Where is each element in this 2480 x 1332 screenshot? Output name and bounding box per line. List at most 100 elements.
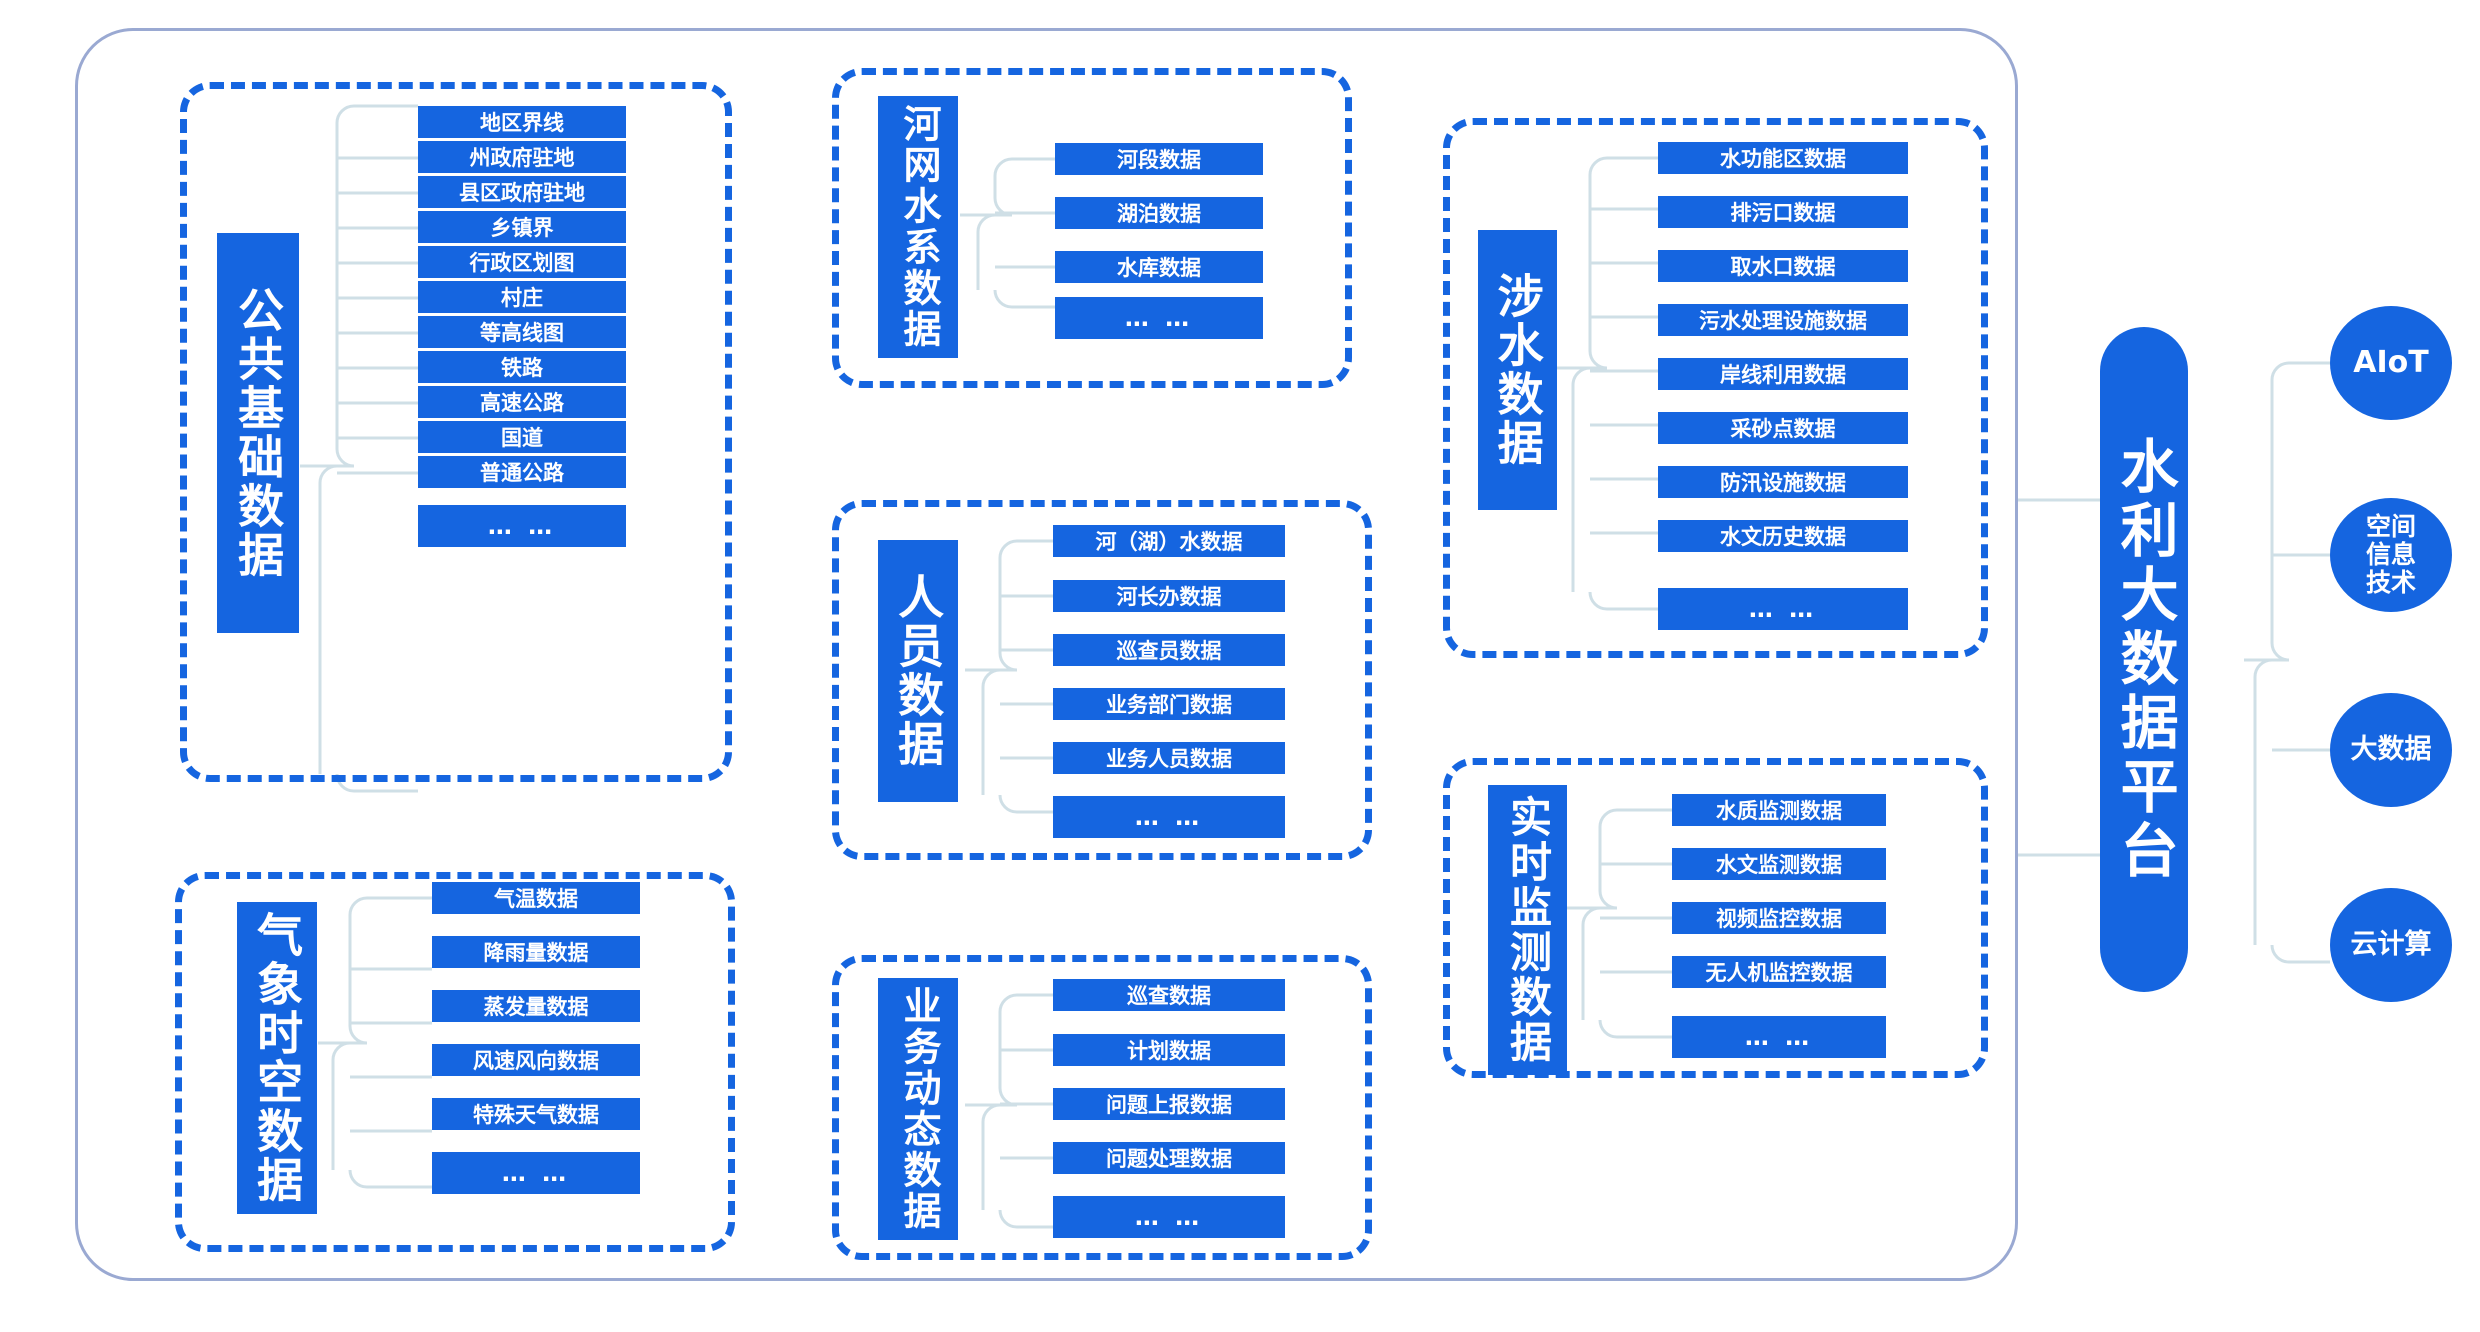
- category-label-river-network-water-system-data[interactable]: 河网水系数据: [878, 96, 958, 358]
- item-label: 采砂点数据: [1730, 417, 1836, 441]
- item-label: 村庄: [501, 286, 543, 310]
- item-box[interactable]: 特殊天气数据: [432, 1098, 640, 1130]
- group-frame-river-network-water-system-data: [832, 68, 1352, 388]
- item-box[interactable]: 水质监测数据: [1672, 794, 1886, 826]
- item-label: 水文历史数据: [1720, 525, 1846, 549]
- item-box[interactable]: 计划数据: [1053, 1034, 1285, 1066]
- category-label-meteorological-spatiotemporal-data[interactable]: 气象时空数据: [237, 902, 317, 1214]
- tech-circle-label: 云计算: [2350, 928, 2432, 960]
- item-box[interactable]: 问题上报数据: [1053, 1088, 1285, 1120]
- item-label: … …: [1124, 304, 1194, 332]
- category-label-text: 实时监测数据: [1503, 795, 1553, 1065]
- item-box[interactable]: 铁路: [418, 351, 626, 383]
- item-box-more[interactable]: … …: [1672, 1016, 1886, 1058]
- item-box[interactable]: 采砂点数据: [1658, 412, 1908, 444]
- item-label: 水文监测数据: [1716, 853, 1842, 877]
- item-box[interactable]: 湖泊数据: [1055, 197, 1263, 229]
- item-label: 水质监测数据: [1716, 799, 1842, 823]
- category-label-text: 业务动态数据: [896, 986, 941, 1232]
- category-label-text: 人员数据: [891, 573, 946, 769]
- item-box[interactable]: 县区政府驻地: [418, 176, 626, 208]
- item-box-more[interactable]: … …: [1053, 796, 1285, 838]
- item-label: 国道: [501, 426, 543, 450]
- item-box[interactable]: 风速风向数据: [432, 1044, 640, 1076]
- item-label: 无人机监控数据: [1705, 961, 1853, 985]
- group-frame-personnel-data: [832, 500, 1372, 860]
- item-box[interactable]: 排污口数据: [1658, 196, 1908, 228]
- item-label: 等高线图: [480, 321, 564, 345]
- item-label: … …: [1134, 803, 1204, 831]
- item-box-more[interactable]: … …: [1658, 588, 1908, 630]
- item-label: 河段数据: [1117, 148, 1201, 172]
- item-box-more[interactable]: … …: [1053, 1196, 1285, 1238]
- group-frame-water-related-data: [1443, 118, 1988, 658]
- tech-circle-label: AIoT: [2353, 345, 2429, 381]
- group-frame-public-basic-data: [180, 82, 732, 782]
- item-box[interactable]: 无人机监控数据: [1672, 956, 1886, 988]
- item-label: 高速公路: [480, 391, 564, 415]
- item-label: 排污口数据: [1730, 201, 1836, 225]
- item-box[interactable]: 普通公路: [418, 456, 626, 488]
- item-box[interactable]: 高速公路: [418, 386, 626, 418]
- item-box[interactable]: 河（湖）水数据: [1053, 525, 1285, 557]
- item-box[interactable]: 村庄: [418, 281, 626, 313]
- tech-circle-aiot[interactable]: AIoT: [2330, 306, 2452, 420]
- item-label: 特殊天气数据: [473, 1103, 599, 1127]
- item-box[interactable]: 州政府驻地: [418, 141, 626, 173]
- tech-circle-big-data[interactable]: 大数据: [2330, 693, 2452, 807]
- item-label: 问题上报数据: [1106, 1093, 1232, 1117]
- item-box[interactable]: 业务人员数据: [1053, 742, 1285, 774]
- group-frame-business-dynamic-data: [832, 955, 1372, 1260]
- item-box[interactable]: 问题处理数据: [1053, 1142, 1285, 1174]
- item-box[interactable]: 河段数据: [1055, 143, 1263, 175]
- item-box[interactable]: 河长办数据: [1053, 580, 1285, 612]
- item-label: … …: [487, 512, 557, 540]
- item-box[interactable]: 岸线利用数据: [1658, 358, 1908, 390]
- item-box-more[interactable]: … …: [1055, 297, 1263, 339]
- item-label: 巡查数据: [1127, 984, 1211, 1008]
- category-label-business-dynamic-data[interactable]: 业务动态数据: [878, 978, 958, 1240]
- item-label: 视频监控数据: [1716, 907, 1842, 931]
- item-box[interactable]: 乡镇界: [418, 211, 626, 243]
- item-label: 地区界线: [480, 111, 564, 135]
- item-label: 河长办数据: [1116, 585, 1222, 609]
- item-label: 降雨量数据: [483, 941, 589, 965]
- item-box[interactable]: 水功能区数据: [1658, 142, 1908, 174]
- item-box[interactable]: 巡查员数据: [1053, 634, 1285, 666]
- platform-bar[interactable]: 水利大数据平台: [2100, 327, 2188, 992]
- item-label: 取水口数据: [1730, 255, 1836, 279]
- item-box[interactable]: 防汛设施数据: [1658, 466, 1908, 498]
- tech-circle-cloud-computing[interactable]: 云计算: [2330, 888, 2452, 1002]
- item-box[interactable]: 业务部门数据: [1053, 688, 1285, 720]
- item-box[interactable]: 取水口数据: [1658, 250, 1908, 282]
- item-box[interactable]: 水文监测数据: [1672, 848, 1886, 880]
- item-box-more[interactable]: … …: [432, 1152, 640, 1194]
- item-box[interactable]: 水文历史数据: [1658, 520, 1908, 552]
- category-label-public-basic-data[interactable]: 公共基础数据: [217, 233, 299, 633]
- item-box[interactable]: 等高线图: [418, 316, 626, 348]
- item-label: 水库数据: [1117, 256, 1201, 280]
- category-label-personnel-data[interactable]: 人员数据: [878, 540, 958, 802]
- item-box[interactable]: 地区界线: [418, 106, 626, 138]
- item-label: 普通公路: [480, 461, 564, 485]
- item-box[interactable]: 国道: [418, 421, 626, 453]
- item-box[interactable]: 视频监控数据: [1672, 902, 1886, 934]
- item-box[interactable]: 污水处理设施数据: [1658, 304, 1908, 336]
- item-label: … …: [1134, 1203, 1204, 1231]
- item-box[interactable]: 巡查数据: [1053, 979, 1285, 1011]
- item-label: 乡镇界: [490, 216, 554, 240]
- item-label: 气温数据: [494, 887, 578, 911]
- item-box[interactable]: 水库数据: [1055, 251, 1263, 283]
- category-label-water-related-data[interactable]: 涉水数据: [1478, 230, 1557, 510]
- item-box[interactable]: 行政区划图: [418, 246, 626, 278]
- item-box[interactable]: 降雨量数据: [432, 936, 640, 968]
- item-label: 巡查员数据: [1116, 639, 1222, 663]
- item-label: 行政区划图: [469, 251, 575, 275]
- tech-circle-spatial-information-technology[interactable]: 空间信息技术: [2330, 498, 2452, 612]
- item-box[interactable]: 气温数据: [432, 882, 640, 914]
- category-label-realtime-monitoring-data[interactable]: 实时监测数据: [1488, 785, 1567, 1075]
- item-box[interactable]: 蒸发量数据: [432, 990, 640, 1022]
- item-label: … …: [1744, 1023, 1814, 1051]
- item-label: … …: [1748, 595, 1818, 623]
- item-box-more[interactable]: … …: [418, 505, 626, 547]
